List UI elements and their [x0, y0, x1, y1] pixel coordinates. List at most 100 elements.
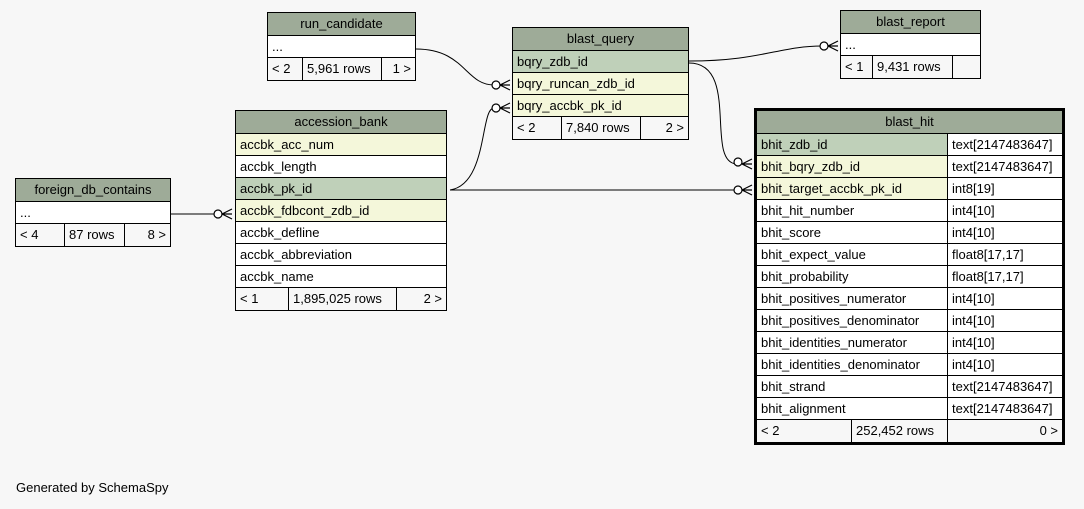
table-row: accbk_acc_num — [236, 134, 446, 156]
table-row: bhit_expect_value float8[17,17] — [757, 244, 1062, 266]
column-type: text[2147483647] — [947, 376, 1062, 397]
column-type: int8[19] — [947, 178, 1062, 199]
column-name: bhit_alignment — [761, 401, 846, 416]
children-link[interactable]: 1 > — [381, 58, 415, 80]
column-name: accbk_length — [240, 159, 317, 174]
column-name: ... — [20, 205, 31, 220]
table-row: bqry_runcan_zdb_id — [513, 73, 688, 95]
table-header[interactable]: run_candidate — [268, 13, 415, 36]
table-row: bhit_zdb_id text[2147483647] — [757, 134, 1062, 156]
crowfoot-marker — [491, 79, 511, 91]
row-count: 7,840 rows — [561, 117, 640, 139]
table-row: bhit_score int4[10] — [757, 222, 1062, 244]
children-link[interactable]: 8 > — [124, 224, 170, 246]
table-footer: < 1 9,431 rows — [841, 56, 980, 78]
column-name: bqry_runcan_zdb_id — [517, 76, 635, 91]
column-name: bqry_accbk_pk_id — [517, 98, 622, 113]
parents-link[interactable]: < 4 — [20, 227, 39, 242]
row-count: 87 rows — [64, 224, 124, 246]
table-header[interactable]: blast_report — [841, 11, 980, 34]
table-accession-bank[interactable]: accession_bank accbk_acc_num accbk_lengt… — [235, 110, 447, 311]
table-row: accbk_length — [236, 156, 446, 178]
crowfoot-marker — [819, 40, 839, 52]
children-link[interactable]: 2 > — [396, 288, 446, 310]
column-type: text[2147483647] — [947, 398, 1062, 419]
column-type: float8[17,17] — [947, 244, 1062, 265]
table-header[interactable]: blast_query — [513, 28, 688, 51]
parents-link[interactable]: < 1 — [240, 291, 259, 306]
table-footer: < 2 5,961 rows 1 > — [268, 58, 415, 80]
table-header[interactable]: foreign_db_contains — [16, 179, 170, 202]
parents-link[interactable]: < 2 — [517, 120, 536, 135]
column-type: int4[10] — [947, 200, 1062, 221]
crowfoot-marker — [491, 102, 511, 114]
table-row: bqry_zdb_id — [513, 51, 688, 73]
table-row: accbk_abbreviation — [236, 244, 446, 266]
column-name: accbk_acc_num — [240, 137, 334, 152]
column-type: text[2147483647] — [947, 156, 1062, 177]
column-type: float8[17,17] — [947, 266, 1062, 287]
table-blast-report[interactable]: blast_report ... < 1 9,431 rows — [840, 10, 981, 79]
children-link[interactable] — [952, 56, 980, 78]
table-row: ... — [841, 34, 980, 56]
table-footer: < 2 7,840 rows 2 > — [513, 117, 688, 139]
column-name: bqry_zdb_id — [517, 54, 588, 69]
column-name: accbk_fdbcont_zdb_id — [240, 203, 370, 218]
table-row: accbk_fdbcont_zdb_id — [236, 200, 446, 222]
table-run-candidate[interactable]: run_candidate ... < 2 5,961 rows 1 > — [267, 12, 416, 81]
column-type: int4[10] — [947, 222, 1062, 243]
relationship-line — [415, 48, 495, 86]
table-footer: < 4 87 rows 8 > — [16, 224, 170, 246]
parents-link[interactable]: < 2 — [761, 423, 780, 438]
parents-link[interactable]: < 2 — [272, 61, 291, 76]
table-header[interactable]: accession_bank — [236, 111, 446, 134]
table-blast-query[interactable]: blast_query bqry_zdb_id bqry_runcan_zdb_… — [512, 27, 689, 140]
relationship-line — [449, 107, 495, 191]
table-row: accbk_name — [236, 266, 446, 288]
column-name: accbk_name — [240, 269, 314, 284]
table-footer: < 2 252,452 rows 0 > — [757, 420, 1062, 442]
children-link[interactable]: 0 > — [947, 420, 1062, 442]
table-row: bhit_probability float8[17,17] — [757, 266, 1062, 288]
crowfoot-marker — [733, 184, 753, 196]
column-name: accbk_pk_id — [240, 181, 313, 196]
table-footer: < 1 1,895,025 rows 2 > — [236, 288, 446, 310]
column-name: bhit_expect_value — [761, 247, 866, 262]
children-link[interactable]: 2 > — [640, 117, 688, 139]
column-name: bhit_identities_denominator — [761, 357, 920, 372]
column-name: bhit_bqry_zdb_id — [761, 159, 861, 174]
column-name: bhit_probability — [761, 269, 849, 284]
table-foreign-db-contains[interactable]: foreign_db_contains ... < 4 87 rows 8 > — [15, 178, 171, 247]
table-row: accbk_defline — [236, 222, 446, 244]
column-name: bhit_hit_number — [761, 203, 855, 218]
table-row: bhit_bqry_zdb_id text[2147483647] — [757, 156, 1062, 178]
parents-link[interactable]: < 1 — [845, 59, 864, 74]
relationship-line — [688, 45, 823, 62]
table-header[interactable]: blast_hit — [757, 111, 1062, 134]
column-name: bhit_zdb_id — [761, 137, 828, 152]
row-count: 5,961 rows — [302, 58, 381, 80]
column-name: bhit_positives_denominator — [761, 313, 920, 328]
column-type: int4[10] — [947, 310, 1062, 331]
generated-by-credit: Generated by SchemaSpy — [16, 480, 169, 495]
table-row: bqry_accbk_pk_id — [513, 95, 688, 117]
crowfoot-marker — [213, 208, 233, 220]
table-row: ... — [16, 202, 170, 224]
column-name: bhit_score — [761, 225, 821, 240]
table-row: accbk_pk_id — [236, 178, 446, 200]
column-name: accbk_defline — [240, 225, 320, 240]
column-name: ... — [272, 39, 283, 54]
crowfoot-marker — [733, 157, 753, 170]
column-type: int4[10] — [947, 332, 1062, 353]
column-type: int4[10] — [947, 354, 1062, 375]
column-type: int4[10] — [947, 288, 1062, 309]
column-name: accbk_abbreviation — [240, 247, 353, 262]
column-type: text[2147483647] — [947, 134, 1062, 155]
table-row: bhit_hit_number int4[10] — [757, 200, 1062, 222]
column-name: ... — [845, 37, 856, 52]
